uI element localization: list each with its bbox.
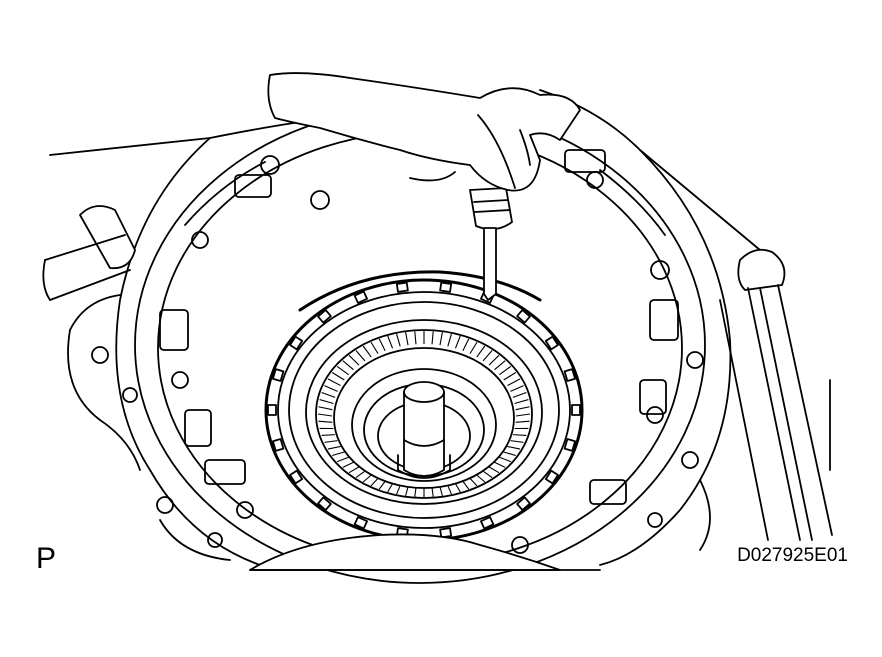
plate-tooth	[513, 393, 527, 398]
plate-tooth	[432, 488, 433, 497]
plate-tooth	[463, 481, 469, 489]
plate-tooth	[328, 379, 341, 386]
lower-obstruction	[250, 534, 600, 570]
drum-tab	[273, 439, 283, 451]
plate-tooth	[324, 386, 337, 392]
plate-tooth	[516, 407, 530, 410]
plate-tooth	[515, 400, 529, 404]
plate-tooth	[507, 446, 520, 449]
plate-tooth	[415, 488, 416, 497]
plate-tooth	[507, 379, 520, 386]
plate-tooth	[371, 342, 378, 354]
plate-tooth	[448, 486, 452, 495]
plate-tooth	[320, 400, 334, 404]
plate-tooth	[343, 361, 354, 370]
plate-tooth	[455, 336, 460, 348]
plate-tooth	[379, 481, 385, 489]
plate-tooth	[397, 334, 401, 347]
hand	[268, 73, 580, 191]
plate-tooth	[322, 393, 336, 398]
plate-tooth	[516, 421, 530, 422]
plate-tooth	[337, 366, 348, 374]
plate-tooth	[356, 471, 365, 477]
plate-tooth	[388, 336, 393, 348]
plate-tooth	[483, 471, 492, 477]
plate-tooth	[332, 452, 344, 456]
plate-tooth	[349, 355, 359, 365]
plate-tooth	[363, 475, 371, 482]
plate-tooth	[504, 373, 516, 381]
drum-tab	[565, 369, 575, 381]
plate-tooth	[318, 407, 332, 410]
drum-tab	[273, 369, 283, 381]
plate-tooth	[324, 441, 337, 443]
input-shaft	[352, 369, 496, 481]
plate-tooth	[516, 414, 530, 416]
plate-tooth	[455, 484, 460, 492]
plate-tooth	[483, 350, 492, 360]
plate-tooth	[371, 478, 378, 486]
plate-tooth	[499, 366, 510, 374]
plate-tooth	[337, 457, 348, 461]
drum-tab	[397, 283, 408, 292]
plate-tooth	[477, 346, 485, 357]
plate-tooth	[504, 452, 516, 456]
plate-tooth	[397, 486, 401, 495]
right-support-rod	[720, 250, 832, 540]
left-support-rod	[43, 206, 135, 300]
figure-code: D027925E01	[737, 546, 848, 566]
plate-tooth	[470, 342, 477, 354]
plate-tooth	[448, 334, 452, 347]
plate-tooth	[489, 467, 499, 473]
drum-tab	[440, 283, 451, 292]
transmission-case	[50, 90, 760, 565]
plate-tooth	[415, 331, 416, 344]
plate-tooth	[494, 462, 505, 467]
plate-tooth	[379, 339, 385, 351]
drum-tab	[572, 405, 580, 415]
plate-tooth	[356, 350, 365, 360]
plate-tooth	[432, 331, 433, 344]
plate-tooth	[440, 487, 442, 496]
snap-ring	[300, 272, 540, 310]
plate-tooth	[363, 346, 371, 357]
plate-tooth	[440, 332, 442, 345]
corner-label: P	[36, 544, 56, 574]
plate-tooth	[510, 386, 523, 392]
drum-tab	[565, 439, 575, 451]
plate-tooth	[489, 355, 499, 365]
plate-tooth	[349, 467, 359, 473]
drum-tab	[268, 405, 276, 415]
plate-tooth	[477, 475, 485, 482]
plate-tooth	[513, 435, 527, 436]
case-bore	[135, 107, 705, 583]
plate-tooth	[494, 361, 505, 370]
plate-tooth	[510, 441, 523, 443]
plate-tooth	[318, 421, 332, 422]
plate-tooth	[406, 487, 408, 496]
plate-tooth	[463, 339, 469, 351]
plate-tooth	[470, 478, 477, 486]
plate-tooth	[388, 484, 393, 492]
plate-tooth	[318, 414, 332, 416]
plate-tooth	[406, 332, 408, 345]
plate-tooth	[328, 446, 341, 449]
plate-tooth	[322, 435, 336, 436]
plate-tooth	[343, 462, 354, 467]
plate-tooth	[332, 373, 344, 381]
plate-tooth	[499, 457, 510, 461]
